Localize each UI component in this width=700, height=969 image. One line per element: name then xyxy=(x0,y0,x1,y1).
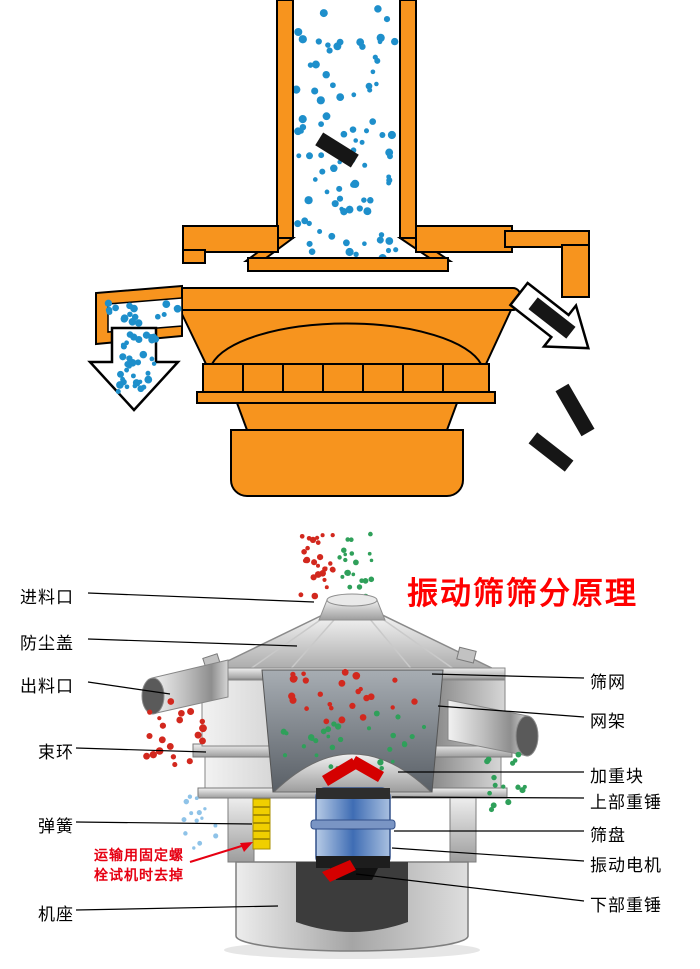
label-sieve-pan: 筛盘 xyxy=(590,826,626,846)
label-upper-hammer: 上部重锤 xyxy=(590,793,662,813)
label-weight-block: 加重块 xyxy=(590,767,644,787)
note-arrow xyxy=(189,842,253,863)
lower-hammer-band xyxy=(316,856,390,868)
feed-inlet-tube xyxy=(318,593,386,621)
left-outlet-red-dots xyxy=(143,698,207,768)
top-flow-diagram xyxy=(87,0,595,497)
sieve-pan-dome xyxy=(272,753,433,793)
spring-yellow xyxy=(252,798,271,850)
down-arrow-outline xyxy=(87,326,181,412)
channel-wall-left xyxy=(276,0,294,239)
mounting-flanges xyxy=(182,225,590,298)
label-dust-cover: 防尘盖 xyxy=(20,634,74,654)
transport-bolt-note: 运输用固定螺 栓试机时去掉 xyxy=(94,846,184,887)
arrowhead-material-dots xyxy=(115,370,151,394)
sieve-bowl-body xyxy=(166,287,521,497)
feed-stream-red xyxy=(298,532,336,600)
vibrating-sieve-cutaway xyxy=(141,531,539,959)
note-line-2: 栓试机时去掉 xyxy=(94,868,184,885)
cutaway-interior xyxy=(261,669,444,793)
label-lower-hammer: 下部重锤 xyxy=(590,896,662,916)
base-opening xyxy=(296,862,408,932)
right-outlet-spout xyxy=(447,699,539,757)
interior-red-dots xyxy=(288,668,418,725)
left-discharge xyxy=(87,284,183,412)
hopper-interior xyxy=(254,236,440,261)
bottom-left-blue-dots xyxy=(181,794,219,850)
hopper-band xyxy=(247,257,449,272)
vibration-motor-body xyxy=(310,787,396,882)
oversize-debris xyxy=(315,132,595,472)
right-outlet-green-dots xyxy=(484,751,527,813)
diagram-title: 振动筛筛分原理 xyxy=(407,576,638,612)
label-base: 机座 xyxy=(38,905,74,925)
weight-blocks-red xyxy=(322,756,384,786)
label-clamp-ring: 束环 xyxy=(38,743,74,763)
channel-wall-right xyxy=(399,0,417,239)
screen-dome xyxy=(210,322,483,365)
label-screen-mesh: 筛网 xyxy=(590,673,626,693)
duct-material-dots xyxy=(104,299,182,327)
label-vibration-motor: 振动电机 xyxy=(590,856,662,876)
label-spring: 弹簧 xyxy=(38,817,74,837)
label-feed-inlet: 进料口 xyxy=(20,588,74,608)
bowl-barrel xyxy=(230,429,464,497)
feed-stream-green xyxy=(337,531,375,600)
note-line-1: 运输用固定螺 xyxy=(94,848,184,864)
label-mesh-frame: 网架 xyxy=(590,712,626,732)
upper-hammer-band xyxy=(316,788,390,799)
leader-lines xyxy=(75,592,585,911)
label-discharge-outlet: 出料口 xyxy=(20,677,74,697)
left-leg xyxy=(227,795,255,863)
